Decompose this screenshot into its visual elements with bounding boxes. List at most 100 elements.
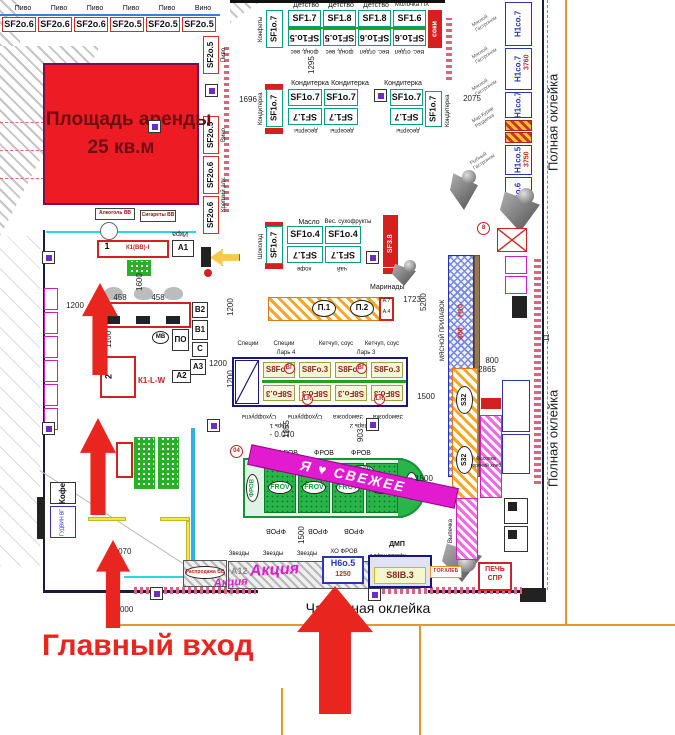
shelf-cell: SF1o.7 <box>266 89 283 127</box>
dash-left-2 <box>0 150 44 151</box>
orange-line-bv2 <box>281 688 283 735</box>
shelf-cell: SF1.6 <box>393 10 426 27</box>
freezer-label: Сухофрукты <box>287 413 323 419</box>
shelf-label: Конфеты <box>257 16 264 42</box>
top-wall-line <box>230 0 445 3</box>
bakery-label: Выпечка <box>447 519 454 543</box>
equip-block <box>508 530 517 539</box>
equip-box <box>44 312 58 334</box>
shelf-cell: SF2o.6 <box>203 196 219 234</box>
column-marker <box>366 251 379 264</box>
floor-mat <box>158 437 179 489</box>
equip-block <box>512 296 527 318</box>
gondola-stripe <box>288 27 426 29</box>
cashier-chair <box>164 287 183 300</box>
full-wrap-label-top: Полная оклейка <box>545 73 561 171</box>
dept-label: Мясной Гастроном <box>470 45 498 66</box>
shelf-cell: SF1o.7 <box>390 89 423 106</box>
shelf-cell: SF1o.4 <box>287 226 323 244</box>
shelf-label: Вес. отдел <box>359 48 390 54</box>
dim-label: 1723 <box>403 295 421 304</box>
shelf-label: Вино <box>194 5 212 12</box>
main-entrance-label: Главный вход <box>42 629 254 662</box>
meat-counter-label: МЯСНОЙ ПРИЛАВОК <box>439 299 446 361</box>
cashier-chair <box>104 287 123 300</box>
shelf-cell: SF1o.6 <box>393 29 426 46</box>
dash-left-1 <box>0 122 44 123</box>
shelf-cell: SF1.7 <box>390 108 423 125</box>
dash-left-3 <box>0 178 44 179</box>
shelf-label: фонд. вес <box>325 48 354 54</box>
zone-box: А1 <box>172 240 194 257</box>
dim-label: 1500 <box>296 526 306 544</box>
shelf-cell: SF1.7 <box>288 10 321 27</box>
wall-unit-cell: Н1со.7 <box>505 2 532 46</box>
cash-desk-base <box>166 316 180 324</box>
tag-circle: ВГ <box>284 363 295 374</box>
shelf-label: Крепкий алк. <box>220 176 227 212</box>
shelf-label: Молочка ПХ <box>394 2 430 8</box>
column-marker <box>42 422 55 435</box>
shelf-label: чай <box>337 265 347 271</box>
shelf-label: Кондитерка <box>384 80 422 87</box>
freezer-cap <box>235 360 259 404</box>
bakery-hatch <box>456 498 478 560</box>
shelf-label: Звезды <box>296 551 318 557</box>
freezer-code: S8IB.3 <box>374 567 426 584</box>
shelf-label: Кондитерка <box>257 92 264 126</box>
equip-box <box>505 276 527 294</box>
dim-label: 1855 <box>281 420 291 438</box>
dim-label: 1200 <box>209 359 227 368</box>
hot-bread-tag: ГОР.ХЛЕБ <box>430 566 462 578</box>
yellow-arrow-icon <box>210 249 240 266</box>
shelf-label: десерты <box>294 127 318 133</box>
shelf-label: Пиво <box>158 5 176 12</box>
meat-counter-dim: 800 <box>457 327 465 339</box>
frov-label: ФРОВ <box>344 527 364 534</box>
freezer-cell: S8Fo.3 <box>299 362 331 378</box>
orange-line-bv1 <box>419 626 421 735</box>
hatch-cell <box>505 120 532 131</box>
frov-label: ФРОВ <box>314 450 334 457</box>
column-marker <box>368 588 381 601</box>
shelf-cell: SF1.7 <box>325 246 361 263</box>
shelf-cell: SF1o.6 <box>358 29 391 46</box>
tick-top-1 <box>446 18 452 80</box>
produce-oval: FROV <box>302 481 326 494</box>
hatch-left-outside <box>0 236 40 566</box>
freezer-label: Кетчуп, соус <box>364 341 400 347</box>
shelf-label: Звезды <box>262 551 284 557</box>
freezer-label: Ларь 3 <box>356 350 376 356</box>
frov-label: ХО ФРОВ <box>330 549 358 555</box>
corner-block <box>520 588 546 602</box>
dept-label: Мясной Гастроном <box>470 77 498 98</box>
zone-label: А12 <box>231 566 248 576</box>
shelf-cell: SF1.8 <box>323 10 356 27</box>
shelf-label: Вес. отдел <box>394 48 425 54</box>
coffee-box: Кофе <box>50 482 76 504</box>
shelf-label: Детство <box>363 2 389 9</box>
shelf-label: Звезды <box>228 551 250 557</box>
scale-sphere-icon <box>518 188 534 204</box>
pack-box <box>502 380 530 432</box>
door-block <box>37 497 45 539</box>
sale-oval: Распродажа ВВ <box>185 566 225 579</box>
shelf-cell: соки <box>428 10 442 48</box>
red-dot-marker <box>204 269 212 277</box>
glass-line <box>191 428 195 574</box>
zone-box: А2 <box>172 370 191 383</box>
shelf-cell: SF1o.7 <box>425 91 442 127</box>
position-circle: 8 <box>477 222 490 235</box>
dim-label: 458 <box>113 293 127 302</box>
tick-right <box>534 256 541 484</box>
promo-tag <box>383 215 398 221</box>
shelf-label: Пиво <box>50 5 68 12</box>
checkout-number: 1 <box>104 241 110 251</box>
pillar-block <box>201 247 211 267</box>
rental-title-line1: Площадь аренды <box>46 109 212 130</box>
shelf-cell: SF2o.6 <box>203 156 219 194</box>
column-marker <box>42 251 55 264</box>
cigarettes-box: Сигареты ВВ <box>140 210 176 222</box>
tick-bottom-1 <box>134 587 256 594</box>
blue-line-top <box>0 14 220 16</box>
